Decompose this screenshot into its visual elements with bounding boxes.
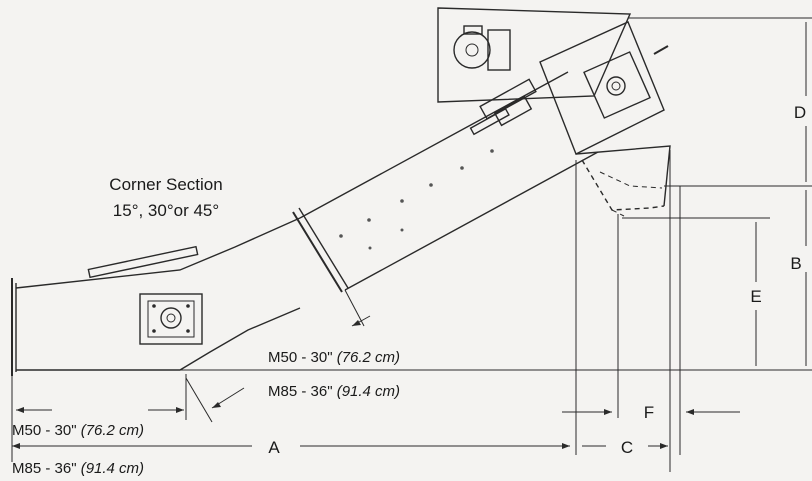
inclined-section bbox=[292, 71, 599, 293]
bottom-m85-label: M85 - 36" (91.4 cm) bbox=[12, 460, 144, 477]
labels: Corner Section 15°, 30°or 45° M50 - 30" … bbox=[12, 103, 806, 477]
corner-section-angles: 15°, 30°or 45° bbox=[113, 201, 219, 220]
bottom-m50-label: M50 - 30" (76.2 cm) bbox=[12, 422, 144, 439]
discharge-hopper-solid bbox=[575, 145, 671, 207]
inspection-holes bbox=[339, 149, 494, 250]
dimension-lines bbox=[11, 17, 812, 472]
shaft-stub bbox=[653, 45, 669, 55]
head-shaft bbox=[606, 76, 626, 96]
dim-label-E: E bbox=[750, 287, 761, 306]
corner-section-title: Corner Section bbox=[109, 175, 222, 194]
inlet-m85-label: M85 - 36" (91.4 cm) bbox=[268, 383, 400, 400]
joint-flange-inner bbox=[298, 207, 349, 289]
top-cover-plate bbox=[87, 245, 199, 279]
dim-label-C: C bbox=[621, 438, 633, 457]
drive-motor bbox=[453, 25, 511, 71]
discharge-hopper-dashed bbox=[581, 159, 665, 211]
joint-flange bbox=[292, 211, 343, 293]
corner-ext-upper bbox=[344, 289, 365, 327]
inlet-m50-label: M50 - 30" (76.2 cm) bbox=[268, 349, 400, 366]
dim-label-F: F bbox=[644, 403, 654, 422]
discharge-hopper-inner bbox=[599, 171, 663, 189]
head-bearing-plate bbox=[583, 51, 651, 119]
horizontal-section bbox=[11, 217, 301, 376]
dim-label-D: D bbox=[794, 103, 806, 122]
head-housing bbox=[539, 21, 665, 155]
dim-label-B: B bbox=[790, 254, 801, 273]
incline-top-edge bbox=[299, 71, 569, 219]
discharge-tip bbox=[611, 209, 625, 217]
incline-bottom-edge bbox=[344, 151, 599, 291]
horizontal-top-edge bbox=[15, 217, 301, 289]
drive-bracket bbox=[479, 78, 537, 127]
head-section bbox=[437, 7, 671, 217]
bearing-housing-lower bbox=[139, 293, 203, 345]
dim-label-A: A bbox=[268, 438, 280, 457]
horizontal-bottom-edge bbox=[16, 307, 301, 371]
corner-ext bbox=[185, 377, 213, 423]
